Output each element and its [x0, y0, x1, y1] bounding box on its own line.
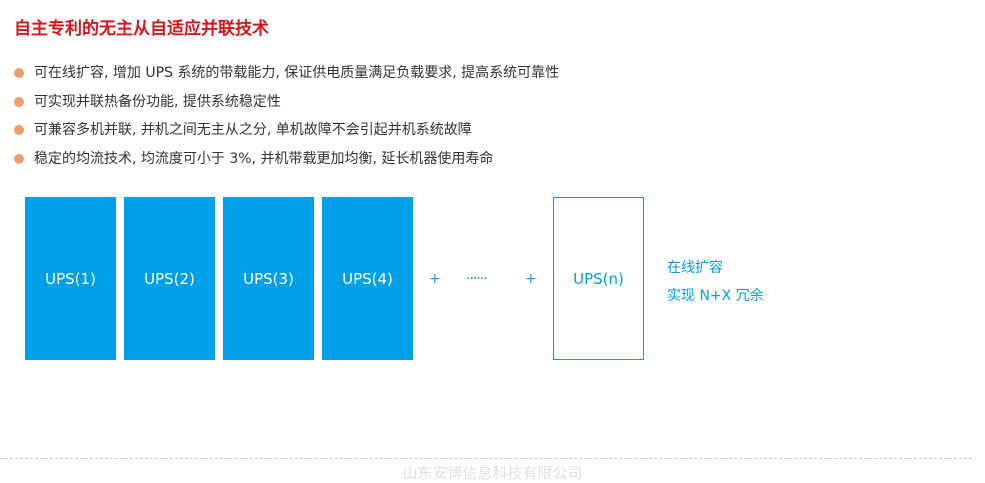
- feature-text: 可实现并联热备份功能, 提供系统稳定性: [34, 93, 281, 110]
- ups-unit-1: UPS(1): [25, 197, 116, 360]
- ups-unit-n: UPS(n): [553, 197, 644, 360]
- feature-list: 可在线扩容, 增加 UPS 系统的带载能力, 保证供电质量满足负载要求, 提高系…: [14, 62, 559, 176]
- company-name: 山东安博信息科技有限公司: [402, 464, 583, 482]
- feature-text: 可在线扩容, 增加 UPS 系统的带载能力, 保证供电质量满足负载要求, 提高系…: [34, 65, 560, 81]
- feature-text: 可兼容多机并联, 并机之间无主从之分, 单机故障不会引起并机系统故障: [34, 122, 472, 138]
- bullet-dot-icon: [14, 125, 24, 135]
- bullet-dot-icon: [14, 153, 24, 164]
- redundancy-note: 在线扩容 实现 N+X 冗余: [667, 254, 764, 310]
- note-line: 实现 N+X 冗余: [667, 288, 764, 304]
- plus-sign: +: [525, 271, 537, 287]
- bullet-dot-icon: [14, 68, 24, 78]
- feature-item: 可在线扩容, 增加 UPS 系统的带载能力, 保证供电质量满足负载要求, 提高系…: [14, 62, 559, 91]
- ups-unit-3: UPS(3): [223, 197, 314, 360]
- feature-text: 稳定的均流技术, 均流度可小于 3%, 并机带载更加均衡, 延长机器使用寿命: [34, 150, 494, 167]
- feature-item: 可兼容多机并联, 并机之间无主从之分, 单机故障不会引起并机系统故障: [14, 119, 559, 148]
- page-title: 自主专利的无主从自适应并联技术: [14, 19, 269, 39]
- feature-item: 稳定的均流技术, 均流度可小于 3%, 并机带载更加均衡, 延长机器使用寿命: [14, 148, 559, 177]
- footer-divider: [0, 458, 972, 459]
- ellipsis-sign: ······: [466, 271, 488, 287]
- ups-unit-2: UPS(2): [124, 197, 215, 360]
- feature-item: 可实现并联热备份功能, 提供系统稳定性: [14, 91, 559, 120]
- plus-sign: +: [429, 271, 441, 287]
- bullet-dot-icon: [14, 96, 24, 107]
- note-line: 在线扩容: [667, 260, 723, 276]
- ups-unit-4: UPS(4): [322, 197, 413, 360]
